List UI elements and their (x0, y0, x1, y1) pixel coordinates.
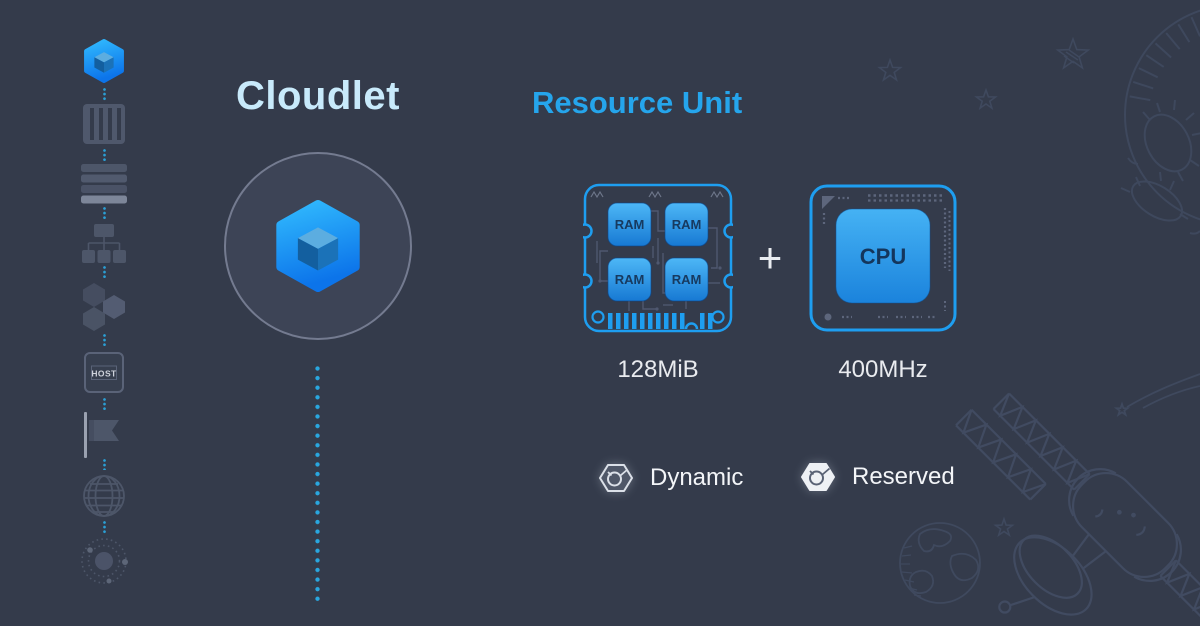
ram-chips: RAM RAM RAM RAM (607, 202, 709, 302)
sidebar-item-host[interactable]: HOST (84, 352, 124, 398)
moon-sketch (1120, 9, 1200, 235)
hierarchy-icon (82, 224, 126, 263)
sidebar-connector (103, 88, 106, 101)
sidebar-item-hierarchy[interactable] (80, 224, 128, 268)
flag-icon (84, 412, 119, 458)
legend-dynamic: Dynamic (597, 461, 743, 495)
ram-chip-label: RAM (615, 272, 645, 287)
sidebar-item-stack[interactable] (81, 164, 127, 209)
sidebar-connector (103, 521, 106, 534)
legend-reserved-label: Reserved (852, 463, 955, 490)
sidebar-item-hexagon-cluster[interactable] (80, 282, 128, 337)
satellite-sketch (955, 392, 1200, 626)
legend-reserved: Reserved (799, 460, 955, 494)
sidebar-connector (103, 266, 106, 278)
sidebar-connector (103, 207, 106, 219)
ram-capacity-label: 128MiB (617, 356, 699, 383)
sidebar-connector (103, 398, 106, 410)
sidebar-item-flag[interactable] (82, 412, 126, 463)
ram-chip-label: RAM (672, 217, 702, 232)
cpu-board-icon: CPU (809, 184, 957, 332)
ram-chip-label: RAM (615, 217, 645, 232)
reserved-hexagon-icon (801, 463, 835, 491)
comet-sketch (1113, 373, 1200, 418)
sidebar-connector (103, 149, 106, 161)
ram-chip-label: RAM (672, 272, 702, 287)
orbit-icon (81, 538, 128, 584)
dynamic-hexagon-icon (599, 464, 633, 492)
legend-dynamic-label: Dynamic (650, 464, 744, 491)
sidebar-connector (103, 334, 106, 346)
stack-icon (81, 164, 127, 204)
sidebar-item-orbit[interactable] (80, 536, 128, 591)
edge-connector-pins (608, 313, 713, 329)
resource-unit-heading: Resource Unit (532, 85, 743, 120)
cloudlet-dotted-line (315, 366, 320, 606)
sidebar-item-container[interactable] (83, 104, 125, 149)
cpu-frequency-label: 400MHz (838, 356, 928, 383)
earth-sketch (899, 522, 981, 604)
sidebar-item-cloudlet[interactable] (82, 38, 126, 89)
ram-board-icon: RAM RAM RAM RAM (577, 183, 739, 333)
cpu-board: CPU (808, 183, 958, 333)
sidebar-item-globe[interactable] (82, 474, 126, 523)
host-icon: HOST (84, 352, 124, 393)
cpu-board-details (822, 194, 951, 321)
cloudlet-cube-icon-large (276, 200, 360, 292)
hexagon-cluster-icon (83, 283, 125, 331)
cloudlet-cube-icon (84, 39, 124, 83)
globe-icon (83, 475, 125, 517)
ram-board: RAM RAM RAM RAM (577, 183, 739, 333)
cloudlet-title: Cloudlet (236, 74, 400, 118)
cpu-chip-label: CPU (860, 244, 906, 269)
plus-operator: + (757, 234, 783, 281)
cloudlet-circle (224, 152, 412, 340)
host-label: HOST (91, 368, 117, 378)
container-icon (83, 104, 125, 144)
sidebar-connector (103, 459, 106, 470)
